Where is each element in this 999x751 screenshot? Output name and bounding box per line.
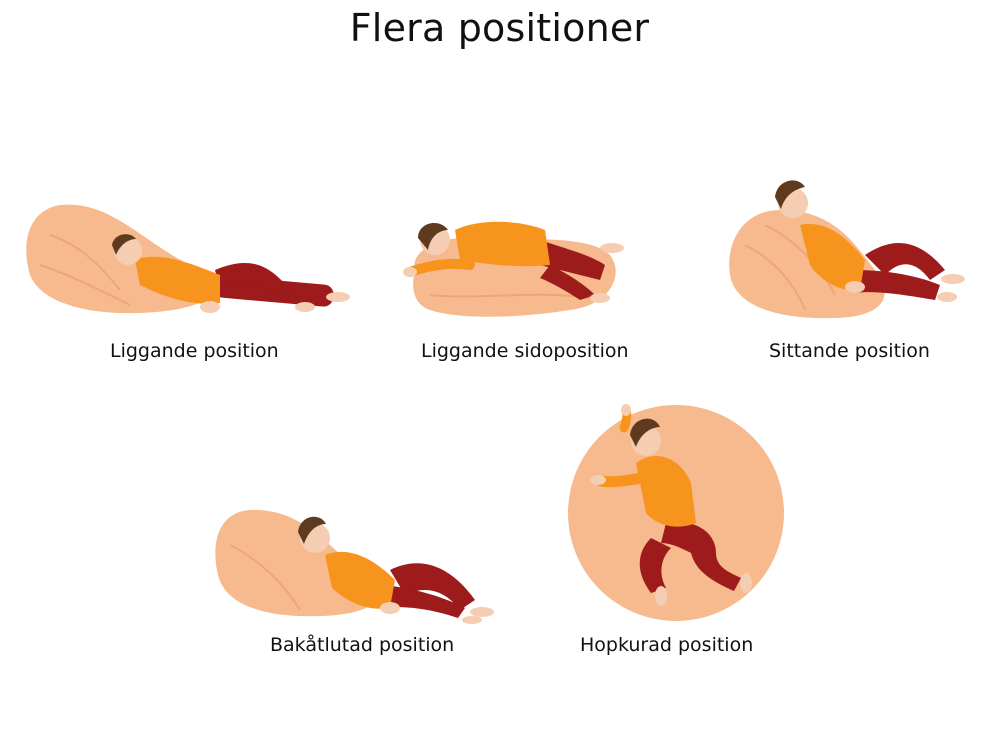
page-title: Flera positioner [349, 6, 650, 50]
caption-reclined: Bakåtlutad position [270, 634, 455, 656]
curled-illustration [568, 404, 784, 621]
sitting-illustration [729, 180, 965, 319]
pose-lying [20, 195, 370, 325]
pose-curled [566, 403, 786, 623]
reclined-illustration [215, 509, 494, 624]
bean-bag [729, 210, 885, 319]
pose-reclined [210, 500, 510, 625]
pose-side-lying [400, 210, 640, 320]
caption-sitting: Sittande position [769, 340, 930, 362]
caption-side-lying: Liggande sidoposition [421, 340, 629, 362]
side-lying-illustration [403, 221, 624, 317]
lying-illustration [26, 204, 350, 314]
pose-sitting [725, 175, 975, 325]
caption-curled: Hopkurad position [580, 634, 754, 656]
caption-lying: Liggande position [110, 340, 279, 362]
